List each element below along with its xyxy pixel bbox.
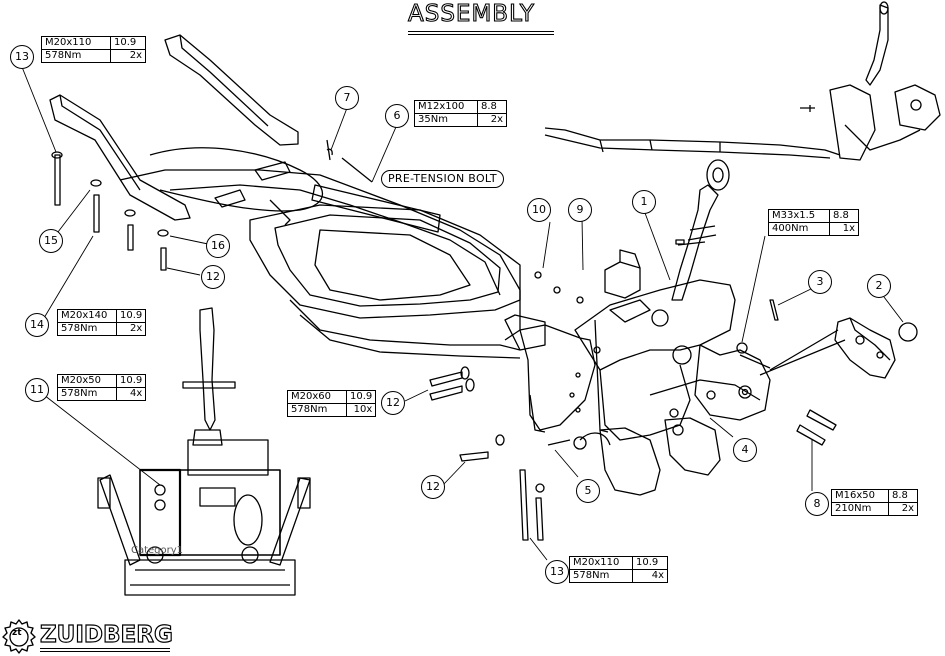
front-view [97,307,311,596]
bolt-qty: 4x [632,569,668,583]
bolt-qty: 2x [477,113,507,127]
callout-12-left: 12 [201,265,225,289]
bolt-qty: 2x [110,49,146,63]
bolt-grade: 10.9 [115,374,147,388]
callout-10: 10 [527,198,551,222]
subframe [49,34,521,359]
callout-14: 14 [25,313,49,337]
bolt-grade: 10.9 [632,556,668,570]
page-title: ASSEMBLY [407,0,535,27]
title-underline-2 [408,34,554,35]
bolt-grade: 10.9 [115,309,147,323]
callout-16: 16 [206,234,230,258]
reference-label: Category1 [131,545,184,556]
spec-table-12: M20x60 10.9 578Nm 10x [287,390,377,417]
brand-logo: ZUIDBERG [39,621,173,648]
bolt-size: M20x140 [57,309,117,323]
bolt-grade: 8.8 [477,100,507,114]
callout-8: 8 [805,492,829,516]
bolt-grade: 8.8 [829,209,859,223]
bolt-qty: 2x [888,502,918,516]
bolt-torque: 400Nm [768,222,830,236]
overview-assembly [544,1,941,161]
bolt-torque: 578Nm [41,49,111,63]
bolt-size: M16x50 [831,489,889,503]
bolt-torque: 578Nm [57,387,117,401]
spec-table-13-top: M20x110 10.9 578Nm 2x [41,36,146,63]
fasteners [51,139,837,541]
bolt-size: M20x110 [41,36,111,50]
logo-underline [40,648,170,649]
spec-table-11: M20x50 10.9 578Nm 4x [57,374,147,401]
bolt-torque: 578Nm [569,569,633,583]
cylinder-mount [534,249,641,304]
spec-table-14: M20x140 10.9 578Nm 2x [57,309,147,336]
callout-15: 15 [39,229,63,253]
bolt-size: M20x50 [57,374,117,388]
bolt-grade: 8.8 [888,489,918,503]
leader-lines [21,66,904,561]
bolt-size: M33x1.5 [768,209,830,223]
spec-table-8: M16x50 8.8 210Nm 2x [831,489,918,516]
brand-emblem-text: zt [12,628,22,638]
title-underline [408,31,554,32]
main-bracket [504,159,771,496]
callout-4: 4 [733,438,757,462]
callout-3: 3 [808,270,832,294]
bolt-qty: 1x [829,222,859,236]
callout-12-bottom: 12 [421,475,445,499]
callout-1: 1 [632,190,656,214]
pretension-bolt-label: PRE-TENSION BOLT [381,170,504,188]
lower-link-arm [739,317,918,379]
bolt-torque: 578Nm [57,322,117,336]
brand-emblem [2,619,36,654]
bolt-torque: 210Nm [831,502,889,516]
bolt-size: M20x60 [287,390,347,404]
bolt-size: M20x110 [569,556,633,570]
bolt-grade: 10.9 [345,390,377,404]
bolt-torque: 35Nm [414,113,478,127]
callout-12-mid: 12 [381,391,405,415]
callout-5: 5 [576,479,600,503]
bolt-torque: 578Nm [287,403,347,417]
logo-underline-2 [40,651,170,652]
callout-11: 11 [25,378,49,402]
bolt-qty: 4x [115,387,147,401]
callout-9: 9 [568,198,592,222]
callout-13-top: 13 [10,45,34,69]
spec-table-6: M12x100 8.8 35Nm 2x [414,100,507,127]
spec-table-13-bottom: M20x110 10.9 578Nm 4x [569,556,668,583]
spec-table-1: M33x1.5 8.8 400Nm 1x [768,209,859,236]
callout-2: 2 [867,274,891,298]
callout-6: 6 [385,104,409,128]
callout-13-bottom: 13 [545,560,569,584]
bolt-grade: 10.9 [110,36,146,50]
bolt-size: M12x100 [414,100,478,114]
bolt-qty: 2x [115,322,147,336]
callout-7: 7 [335,86,359,110]
bolt-qty: 10x [345,403,377,417]
